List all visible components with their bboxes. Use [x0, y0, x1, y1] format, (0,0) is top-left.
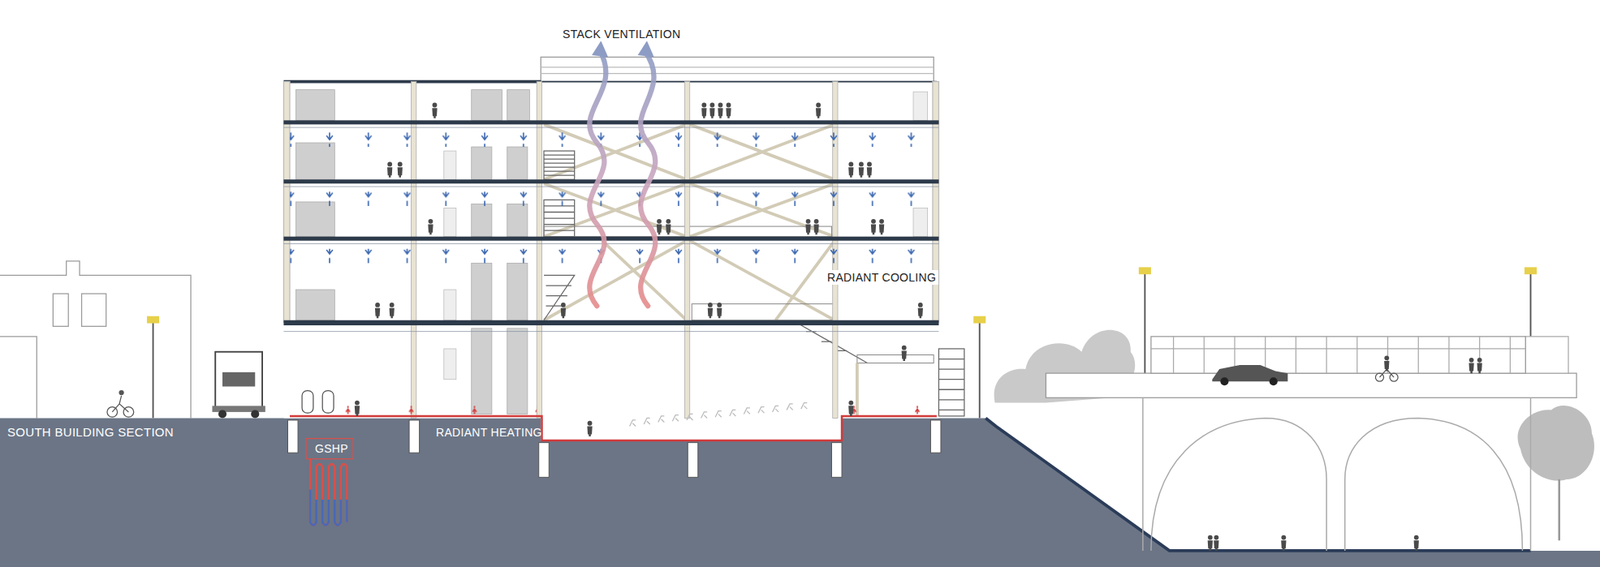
gshp-label: GSHP: [312, 441, 351, 457]
radiant-heating-label: RADIANT HEATING: [433, 425, 545, 440]
radiant-cooling-label: RADIANT COOLING: [824, 270, 939, 285]
section-title-label: SOUTH BUILDING SECTION: [4, 425, 177, 440]
stack-ventilation-label: STACK VENTILATION: [560, 26, 683, 42]
